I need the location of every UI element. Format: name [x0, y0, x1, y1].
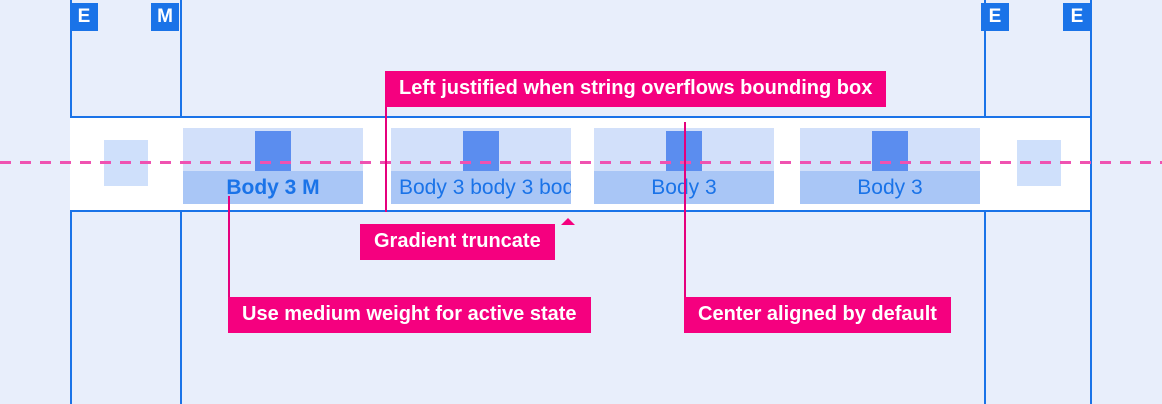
tabbar-container: Body 3 M Body 3 body 3 body 3 Body 3 [70, 116, 1090, 212]
tab-label-2: Body 3 body 3 body 3 [399, 176, 571, 199]
tab-label-3: Body 3 [651, 176, 717, 199]
connector-gradient-note-notch [561, 218, 575, 225]
guide-badge-edge-left: E [70, 3, 98, 31]
tab-label-4: Body 3 [857, 176, 923, 199]
tab-item-4[interactable]: Body 3 [800, 128, 980, 204]
connector-overflow-note [385, 104, 387, 212]
tab-icon-placeholder-icon [872, 131, 908, 171]
tab-item-1[interactable]: Body 3 M [183, 128, 363, 204]
connector-medium-weight-note [228, 196, 230, 297]
connector-center-aligned-note [684, 122, 686, 297]
tab-icon-band [391, 128, 571, 171]
annotation-gradient-truncate-note: Gradient truncate [360, 224, 555, 260]
tab-label-band: Body 3 body 3 body 3 [391, 171, 571, 204]
guide-badge-edge-right: E [1063, 3, 1091, 31]
tab-label-1: Body 3 M [226, 176, 320, 199]
guide-line-right-edge [1090, 0, 1092, 404]
tab-icon-band [183, 128, 363, 171]
tab-icon-placeholder-icon [463, 131, 499, 171]
tab-icon-placeholder-icon [255, 131, 291, 171]
tab-item-2[interactable]: Body 3 body 3 body 3 [391, 128, 571, 204]
annotation-center-aligned-note: Center aligned by default [684, 297, 951, 333]
annotation-medium-weight-note: Use medium weight for active state [228, 297, 591, 333]
tab-label-band: Body 3 M [183, 171, 363, 204]
tab-label-band: Body 3 [800, 171, 980, 204]
guide-badge-margin: M [151, 3, 179, 31]
guide-badge-edge-right-inner: E [981, 3, 1009, 31]
tab-icon-band [800, 128, 980, 171]
annotation-overflow-note: Left justified when string overflows bou… [385, 71, 887, 107]
vertical-center-guide [0, 161, 1162, 164]
